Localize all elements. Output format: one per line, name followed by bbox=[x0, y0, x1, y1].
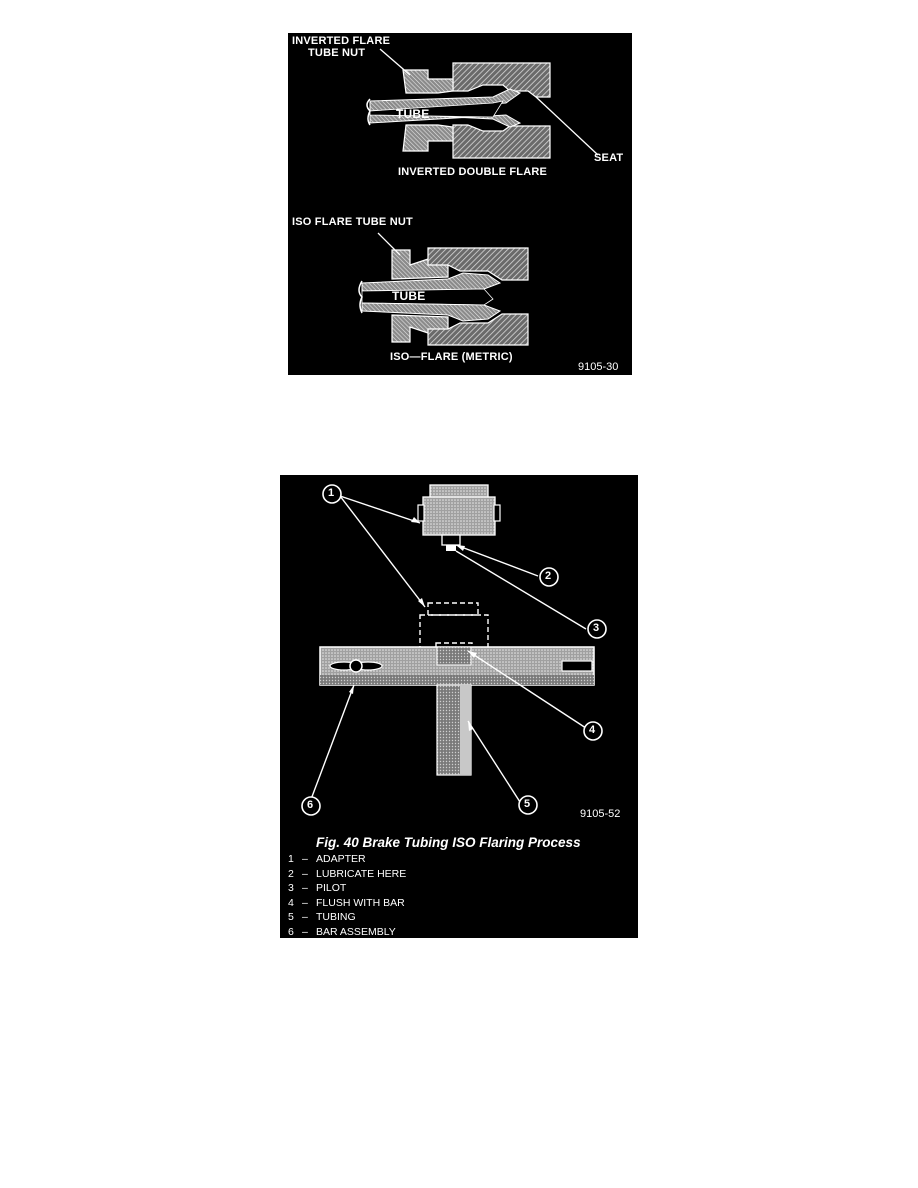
leader-iso-nut bbox=[377, 232, 401, 256]
legend-item: 3–PILOT bbox=[288, 882, 347, 895]
adapter-tab-left bbox=[417, 504, 425, 522]
arrowhead-1a bbox=[411, 517, 420, 523]
legend-item: 6–BAR ASSEMBLY bbox=[288, 925, 396, 938]
iso-fitting-upper bbox=[427, 247, 529, 281]
callout-4: 4 bbox=[589, 724, 596, 736]
leader-lines-top bbox=[379, 48, 599, 156]
arrowhead-5 bbox=[468, 721, 473, 731]
leader-1a bbox=[339, 495, 421, 524]
adapter-body bbox=[422, 496, 496, 536]
adapter-pilot-end bbox=[446, 545, 456, 551]
leader-1b bbox=[339, 495, 426, 608]
callout-2: 2 bbox=[545, 570, 552, 582]
adapter-pilot-tip bbox=[441, 534, 461, 546]
flare-types-drawing bbox=[358, 48, 599, 346]
callout-circles bbox=[301, 484, 607, 816]
label-inverted-nut-line2: TUBE NUT bbox=[308, 47, 366, 59]
tube-nut-upper bbox=[402, 69, 454, 94]
leader-seat bbox=[535, 96, 599, 156]
iso-flaring-drawing bbox=[301, 484, 607, 816]
label-seat: SEAT bbox=[594, 152, 624, 164]
iso-tube-wall-lower bbox=[361, 302, 502, 322]
adapter bbox=[417, 484, 501, 551]
legend-item: 5–TUBING bbox=[288, 911, 356, 924]
callout-1-circle bbox=[322, 484, 342, 504]
label-tube-lower: TUBE bbox=[392, 289, 426, 303]
arrowhead-1b bbox=[418, 598, 425, 607]
leader-4 bbox=[467, 650, 593, 733]
figure-code-bottom: 9105-52 bbox=[580, 808, 621, 820]
tube-nut-lower bbox=[402, 124, 454, 152]
label-iso-nut: ISO FLARE TUBE NUT bbox=[292, 216, 413, 228]
fitting-body-lower bbox=[452, 124, 551, 159]
arrowhead-6 bbox=[349, 685, 354, 694]
legend-item: 1–ADAPTER bbox=[288, 853, 366, 865]
adapter-tab-right bbox=[493, 504, 501, 522]
tubing bbox=[436, 646, 472, 776]
fitting-body-upper bbox=[452, 62, 551, 98]
inverted-double-flare-assembly bbox=[366, 62, 551, 159]
label-inverted-nut-line1: INVERTED FLARE bbox=[292, 35, 391, 47]
legend-list: 1–ADAPTER 2–LUBRICATE HERE 3–PILOT 4–FLU… bbox=[288, 852, 406, 938]
iso-fitting-lower bbox=[427, 313, 529, 346]
iso-flaring-process-diagram: 1 2 3 4 5 6 9105-52 Fig. 40 Brake Tubing… bbox=[280, 475, 638, 938]
iso-nut-lower bbox=[391, 314, 449, 343]
label-tube-upper: TUBE bbox=[396, 107, 430, 121]
callout-5: 5 bbox=[524, 798, 531, 810]
callout-6: 6 bbox=[307, 799, 314, 811]
bar-end-slot bbox=[561, 660, 593, 672]
callout-4-circle bbox=[583, 721, 603, 741]
iso-tube-break bbox=[358, 280, 363, 314]
callout-1: 1 bbox=[328, 487, 335, 499]
callout-5-circle bbox=[518, 795, 538, 815]
iso-flare-assembly bbox=[358, 232, 529, 346]
arrowhead-4 bbox=[468, 651, 477, 658]
iso-tube-bore bbox=[361, 288, 494, 306]
leader-lines-bottom bbox=[309, 495, 593, 803]
leader-3 bbox=[455, 550, 587, 630]
callout-6-circle bbox=[301, 796, 321, 816]
leader-6 bbox=[309, 684, 355, 803]
callout-3: 3 bbox=[593, 622, 600, 634]
arrowhead-2 bbox=[456, 545, 465, 551]
figure-code-top: 9105-30 bbox=[578, 361, 619, 373]
label-iso-flare-metric: ISO—FLARE (METRIC) bbox=[390, 351, 513, 363]
callout-3-circle bbox=[587, 619, 607, 639]
flare-types-diagram: INVERTED FLARE TUBE NUT TUBE SEAT INVERT… bbox=[288, 33, 632, 375]
figure-caption: Fig. 40 Brake Tubing ISO Flaring Process bbox=[316, 835, 581, 850]
legend-item: 2–LUBRICATE HERE bbox=[288, 867, 407, 880]
leader-inverted-nut bbox=[379, 48, 411, 76]
bar-shadow bbox=[320, 675, 594, 685]
callout-2-circle bbox=[539, 567, 559, 587]
leader-5 bbox=[467, 720, 521, 803]
legend-item: 4–FLUSH WITH BAR bbox=[288, 896, 405, 909]
wing-screw-hub bbox=[349, 659, 363, 673]
tube-break-upper bbox=[366, 98, 371, 126]
leader-2 bbox=[455, 544, 539, 577]
tube-bore-upper bbox=[369, 100, 504, 118]
label-inverted-double-flare: INVERTED DOUBLE FLARE bbox=[398, 166, 548, 178]
